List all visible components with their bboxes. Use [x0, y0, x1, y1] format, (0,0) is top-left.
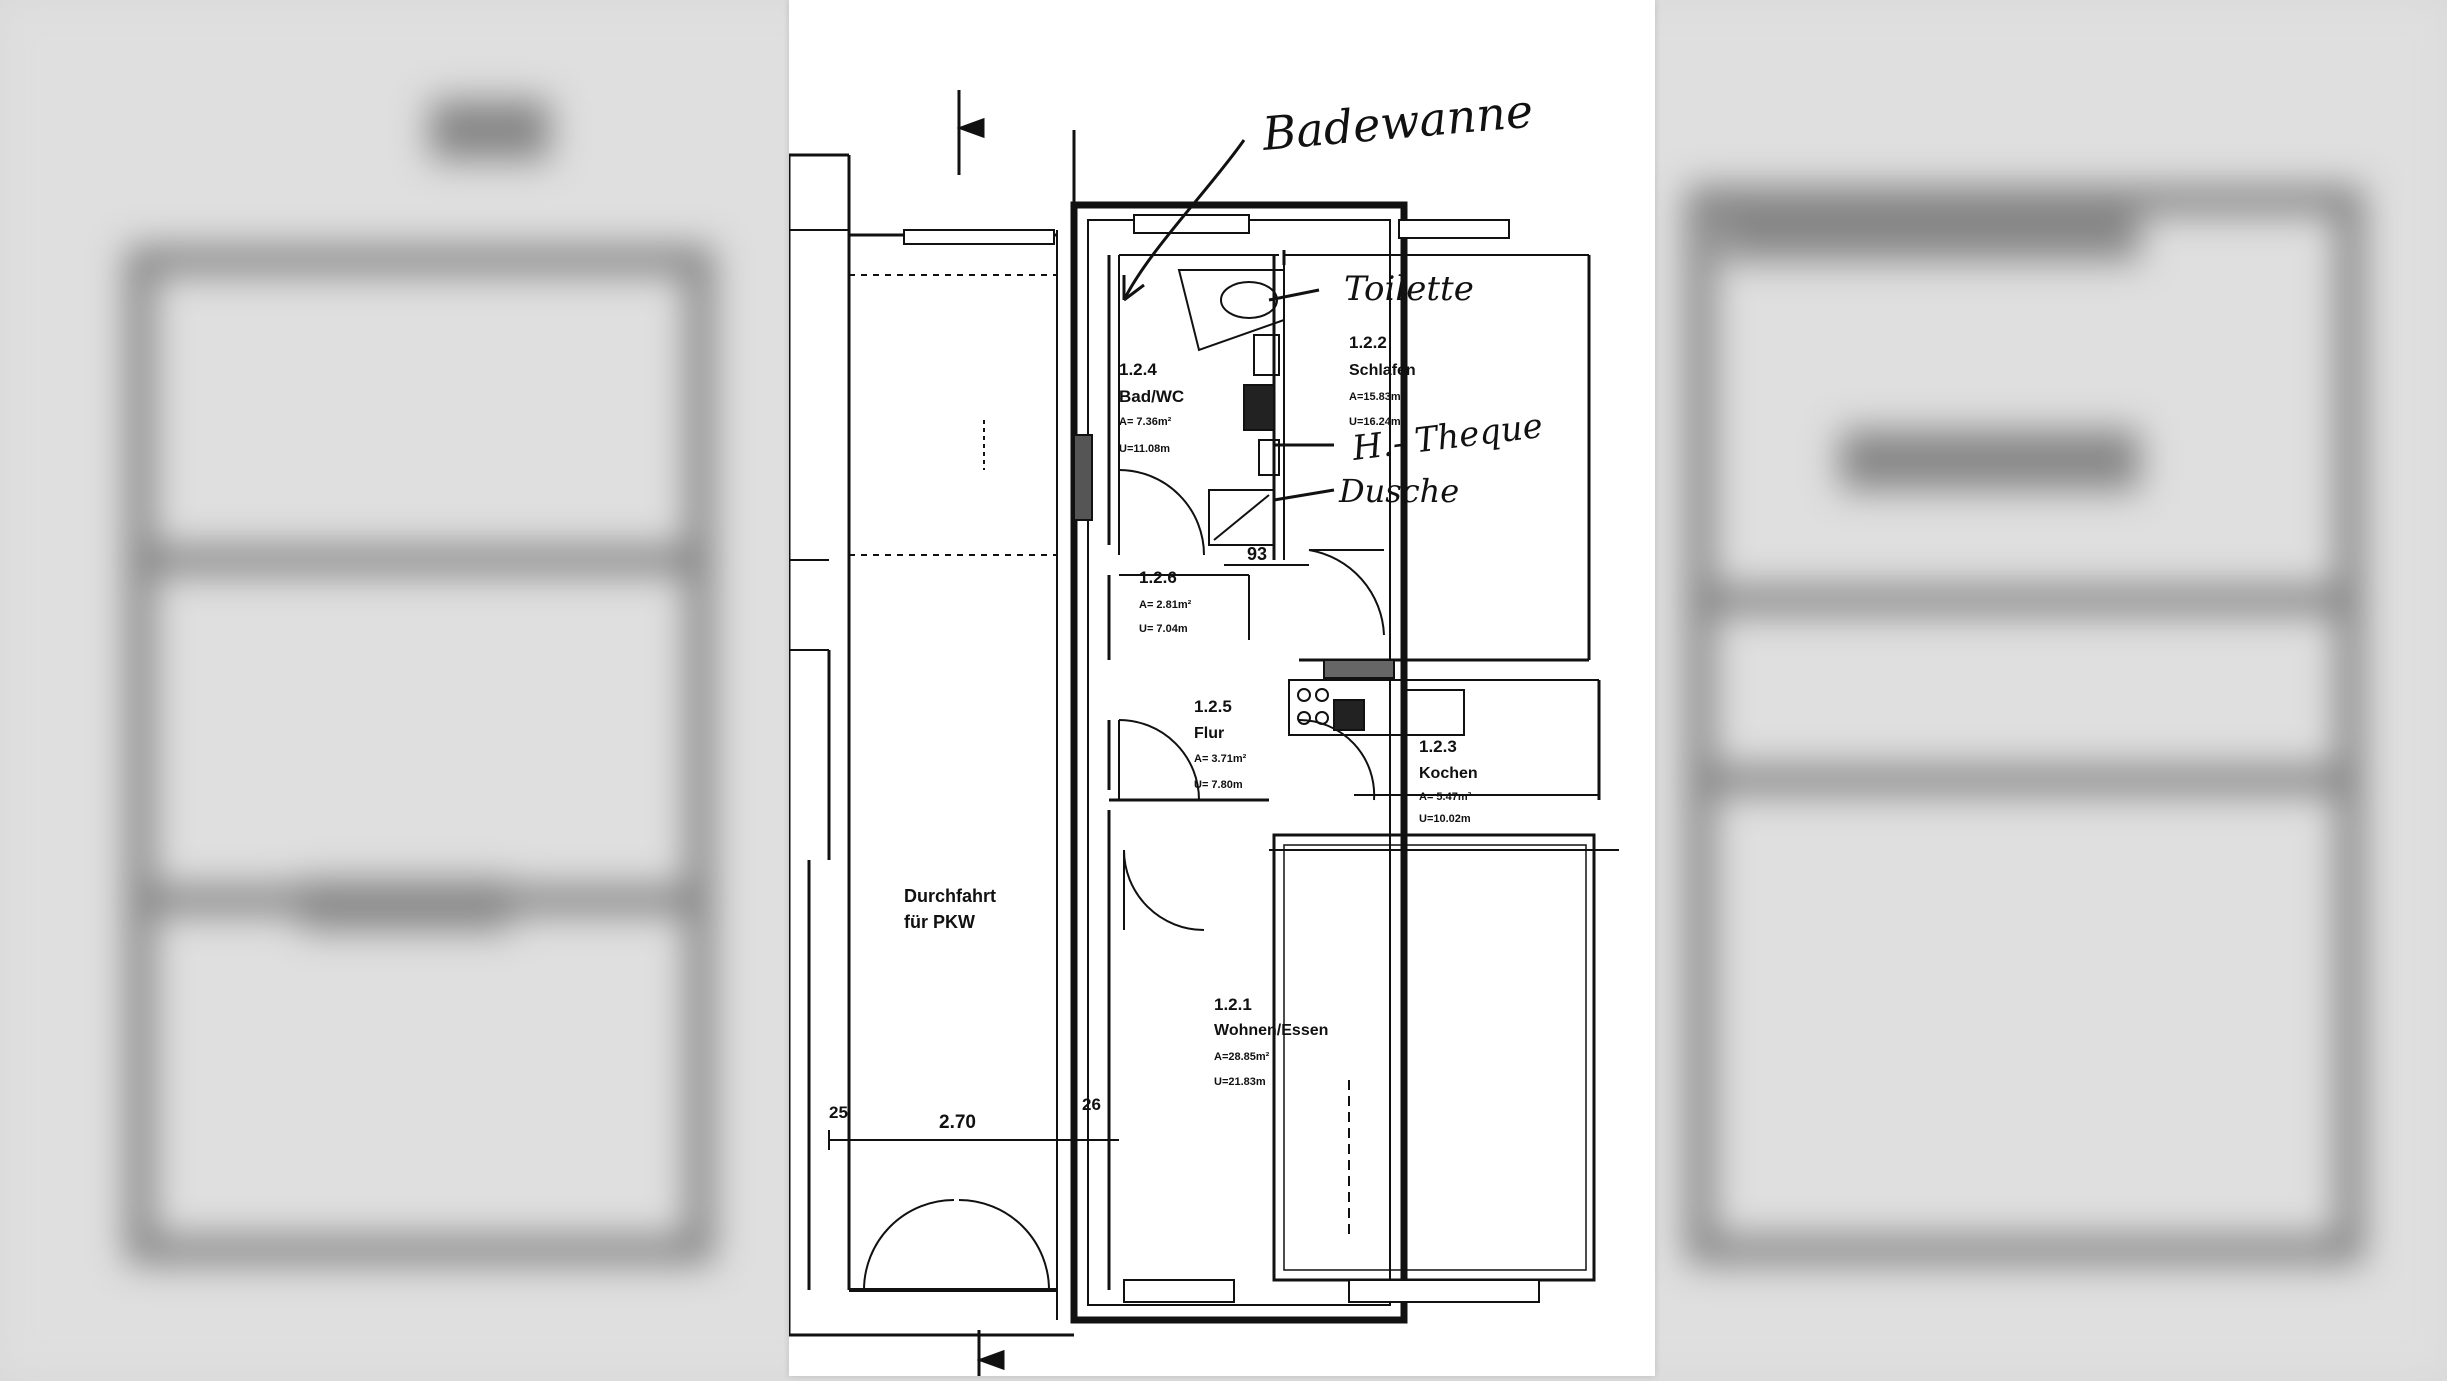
room-number: 1.2.3	[1419, 737, 1457, 756]
dimension-right: 26	[1082, 1095, 1101, 1114]
hatched-wall	[1073, 434, 1395, 679]
room-1.2.5-label: 1.2.5 Flur A= 3.71m² U= 7.80m	[1194, 697, 1247, 791]
room-perimeter: U=16.24m	[1349, 416, 1401, 428]
kitchen-counter	[1288, 679, 1465, 736]
room-area: A= 5.47m²	[1419, 791, 1472, 803]
room-number: 1.2.5	[1194, 697, 1232, 716]
dimension-left: 25	[829, 1103, 848, 1122]
room-area: A= 2.81m²	[1139, 599, 1192, 611]
floor-plan-drawing: 1.2.4 Bad/WC A= 7.36m² U=11.08m 1.2.2 Sc…	[789, 84, 1619, 1376]
windows	[903, 214, 1540, 1303]
room-area: A= 3.71m²	[1194, 753, 1247, 765]
room-1.2.6-label: 1.2.6 A= 2.81m² U= 7.04m	[1139, 568, 1192, 635]
room-name: Schlafen	[1349, 362, 1416, 379]
floor-plan-sheet: 1.2.4 Bad/WC A= 7.36m² U=11.08m 1.2.2 Sc…	[789, 0, 1655, 1376]
room-number: 1.2.6	[1139, 568, 1177, 587]
room-perimeter: U=11.08m	[1119, 443, 1170, 455]
room-number: 1.2.4	[1119, 360, 1157, 379]
room-name: Wohnen/Essen	[1214, 1022, 1328, 1039]
room-area: A=15.83m²	[1349, 391, 1405, 403]
room-name: Kochen	[1419, 765, 1478, 782]
room-perimeter: U= 7.04m	[1139, 623, 1188, 635]
dimension-line	[828, 564, 1309, 1150]
room-number: 1.2.2	[1349, 333, 1387, 352]
room-area: A=28.85m²	[1214, 1051, 1270, 1063]
room-1.2.1-label: 1.2.1 Wohnen/Essen A=28.85m² U=21.83m	[1214, 995, 1328, 1088]
passage-label-line-2: für PKW	[904, 912, 975, 932]
dimension-door: 93	[1247, 544, 1267, 564]
handwritten-bathtub: Badewanne	[1259, 84, 1535, 162]
handwritten-arrows	[1122, 139, 1335, 502]
dimension-middle: 2.70	[939, 1112, 976, 1133]
sanitary-fixtures	[1177, 269, 1285, 546]
handwritten-shower: Dusche	[1338, 472, 1459, 510]
room-area: A= 7.36m²	[1119, 416, 1172, 428]
room-number: 1.2.1	[1214, 995, 1252, 1014]
room-name: Flur	[1194, 725, 1224, 742]
room-1.2.2-label: 1.2.2 Schlafen A=15.83m² U=16.24m	[1349, 333, 1416, 428]
room-perimeter: U= 7.80m	[1194, 779, 1243, 791]
room-1.2.4-label: 1.2.4 Bad/WC A= 7.36m² U=11.08m	[1119, 360, 1184, 455]
handwritten-toilet: Toilette	[1344, 269, 1474, 309]
room-1.2.3-label: 1.2.3 Kochen A= 5.47m² U=10.02m	[1419, 737, 1478, 825]
passage-label-line-1: Durchfahrt	[904, 886, 996, 906]
room-perimeter: U=21.83m	[1214, 1076, 1266, 1088]
section-markers	[956, 90, 1005, 1376]
door-swings	[863, 469, 1385, 1291]
passage-label: Durchfahrt für PKW	[904, 886, 996, 932]
room-name: Bad/WC	[1119, 387, 1184, 406]
room-perimeter: U=10.02m	[1419, 813, 1471, 825]
